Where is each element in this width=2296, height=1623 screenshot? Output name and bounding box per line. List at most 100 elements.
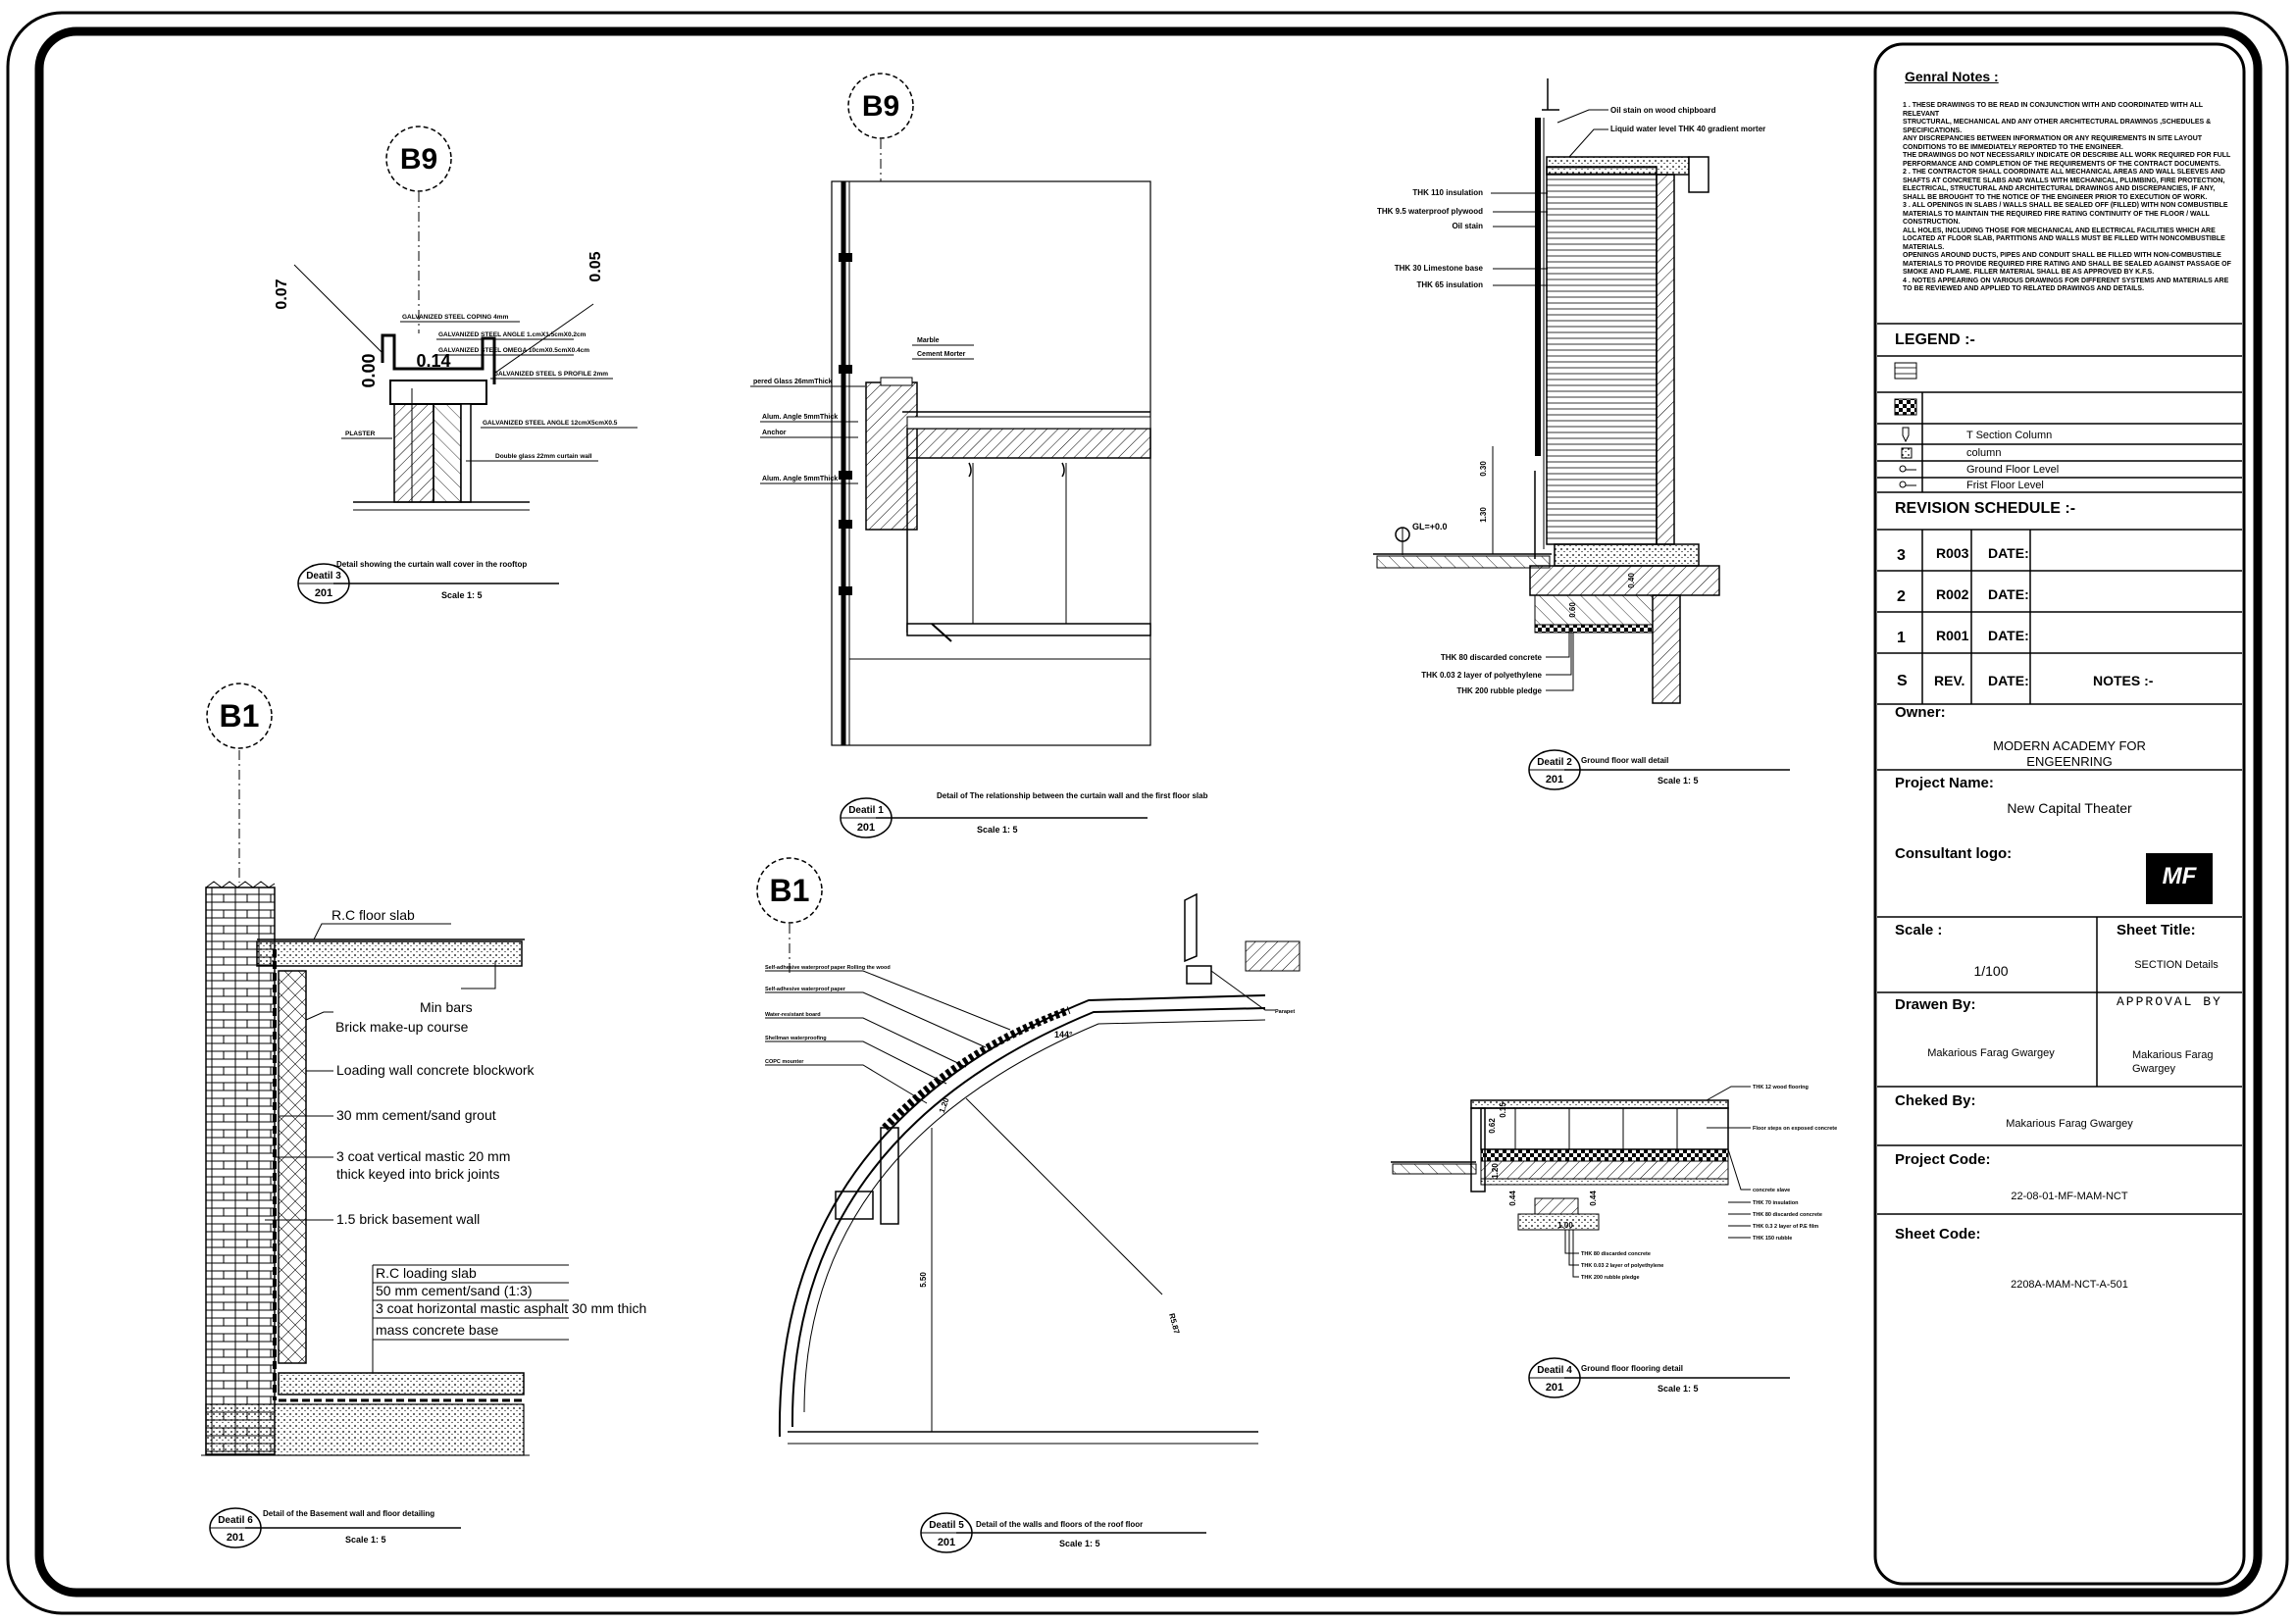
svg-text:THK 200 rubble pledge: THK 200 rubble pledge <box>1581 1275 1640 1281</box>
svg-text:GALVANIZED STEEL COPING 4mm: GALVANIZED STEEL COPING 4mm <box>402 314 509 321</box>
detail-4-drawing: 0.62 0.15 1.20 0.44 0.44 1.00 THK 12 woo… <box>1391 1085 1837 1398</box>
svg-text:Liquid water level THK 40 grad: Liquid water level THK 40 gradient morte… <box>1610 125 1765 133</box>
svg-text:0.44: 0.44 <box>1589 1191 1598 1206</box>
svg-text:THK 80 discarded concrete: THK 80 discarded concrete <box>1753 1212 1822 1218</box>
svg-text:THK 150 rubble: THK 150 rubble <box>1753 1236 1792 1242</box>
svg-text:Double glass 22mm curtain wall: Double glass 22mm curtain wall <box>495 453 592 460</box>
svg-text:mass concrete base: mass concrete base <box>376 1322 498 1338</box>
svg-text:concrete slave: concrete slave <box>1753 1188 1790 1193</box>
svg-text:THK 0.03 2 layer of polyethyle: THK 0.03 2 layer of polyethylene <box>1421 671 1542 680</box>
svg-text:144°: 144° <box>1054 1030 1073 1040</box>
title-block: Genral Notes : 1 . THESE DRAWINGS TO BE … <box>1885 47 2254 1581</box>
svg-text:0.07: 0.07 <box>274 279 290 309</box>
svg-text:PLASTER: PLASTER <box>345 431 376 437</box>
svg-text:B9: B9 <box>862 90 899 123</box>
svg-text:Detail of The relationship bet: Detail of The relationship between the c… <box>937 791 1208 800</box>
svg-text:Deatil 6: Deatil 6 <box>218 1515 253 1526</box>
revision-title: REVISION SCHEDULE :- <box>1895 500 2076 517</box>
detail-3-drawing: B9 0.07 0.05 0.00 0.14 GALVANIZED STEEL … <box>274 126 638 604</box>
title-block-frame <box>1873 42 2246 1586</box>
svg-text:Shellman waterproofing: Shellman waterproofing <box>765 1036 827 1041</box>
svg-text:1.20: 1.20 <box>938 1096 951 1114</box>
sheet-title-value: SECTION Details <box>2134 959 2219 971</box>
svg-text:THK 12 wood flooring: THK 12 wood flooring <box>1753 1085 1809 1090</box>
svg-text:Self-adhesive waterproof paper: Self-adhesive waterproof paper <box>765 987 846 992</box>
svg-text:201: 201 <box>938 1537 955 1548</box>
project-code-value: 22-08-01-MF-MAM-NCT <box>2011 1191 2128 1202</box>
legend-item: column <box>1966 447 2002 459</box>
svg-text:3 coat horizontal mastic aspha: 3 coat horizontal mastic asphalt 30 mm t… <box>376 1300 646 1316</box>
svg-text:Brick make-up course: Brick make-up course <box>335 1019 469 1035</box>
svg-text:Marble: Marble <box>917 337 940 344</box>
general-notes-title: Genral Notes : <box>1905 69 1999 84</box>
svg-text:201: 201 <box>315 587 332 599</box>
svg-text:THK 65 insulation: THK 65 insulation <box>1416 280 1483 289</box>
svg-text:0.44: 0.44 <box>1508 1191 1517 1206</box>
svg-text:1.30: 1.30 <box>1479 507 1488 523</box>
svg-text:1.20: 1.20 <box>1491 1163 1500 1179</box>
svg-text:5.50: 5.50 <box>919 1272 928 1288</box>
svg-text:1.5 brick basement wall: 1.5 brick basement wall <box>336 1211 480 1227</box>
svg-text:3 coat vertical mastic 20 mm: 3 coat vertical mastic 20 mm <box>336 1148 510 1164</box>
svg-text:Scale 1: 5: Scale 1: 5 <box>1658 776 1699 786</box>
svg-text:Ground floor wall detail: Ground floor wall detail <box>1581 756 1668 765</box>
svg-text:thick keyed into brick joints: thick keyed into brick joints <box>336 1166 500 1182</box>
svg-text:201: 201 <box>1546 774 1563 786</box>
consultant-logo-box <box>2146 853 2213 904</box>
drawn-by-label: Drawen By: <box>1895 996 1976 1013</box>
svg-text:0.30: 0.30 <box>1479 461 1488 477</box>
sheet-title-label: Sheet Title: <box>2117 922 2196 938</box>
svg-text:201: 201 <box>227 1532 244 1544</box>
checked-by-value: Makarious Farag Gwargey <box>2006 1118 2133 1130</box>
approval-value: Makarious Farag <box>2132 1049 2214 1061</box>
svg-text:Alum. Angle 5mmThick: Alum. Angle 5mmThick <box>762 414 838 421</box>
svg-text:GL=+0.0: GL=+0.0 <box>1412 522 1448 532</box>
svg-text:Loading wall concrete blockwor: Loading wall concrete blockwork <box>336 1062 536 1078</box>
scale-label: Scale : <box>1895 922 1943 938</box>
svg-text:0.05: 0.05 <box>587 251 604 281</box>
svg-text:Min bars: Min bars <box>420 999 473 1015</box>
svg-text:Scale 1: 5: Scale 1: 5 <box>345 1535 386 1545</box>
project-code-label: Project Code: <box>1895 1151 1991 1168</box>
svg-text:201: 201 <box>857 822 875 834</box>
svg-text:Detail of the walls and floors: Detail of the walls and floors of the ro… <box>976 1520 1143 1529</box>
svg-text:Parapet: Parapet <box>1275 1009 1295 1015</box>
svg-text:30 mm cement/sand grout: 30 mm cement/sand grout <box>336 1107 496 1123</box>
svg-text:Scale 1: 5: Scale 1: 5 <box>1059 1539 1100 1548</box>
legend-item: Ground Floor Level <box>1966 464 2060 476</box>
outer-frame <box>6 11 2289 1615</box>
legend-symbols <box>1894 362 1917 488</box>
svg-text:THK 9.5 waterproof plywood: THK 9.5 waterproof plywood <box>1377 207 1483 216</box>
svg-text:THK 200 rubble pledge: THK 200 rubble pledge <box>1456 686 1542 695</box>
checked-by-label: Cheked By: <box>1895 1092 1976 1109</box>
project-name-label: Project Name: <box>1895 775 1994 791</box>
svg-text:THK 30 Limestone base: THK 30 Limestone base <box>1395 264 1484 273</box>
svg-text:Deatil 4: Deatil 4 <box>1537 1365 1572 1376</box>
svg-text:B1: B1 <box>220 698 260 734</box>
svg-text:R5.87: R5.87 <box>1167 1312 1181 1335</box>
svg-text:0.00: 0.00 <box>359 353 379 387</box>
svg-text:GALVANIZED STEEL S PROFILE 2mm: GALVANIZED STEEL S PROFILE 2mm <box>493 371 608 378</box>
svg-text:Floor steps on exposed concret: Floor steps on exposed concrete <box>1753 1126 1837 1132</box>
sheet-code-label: Sheet Code: <box>1895 1226 1981 1243</box>
svg-text:1.00: 1.00 <box>1557 1221 1573 1230</box>
consultant-logo-label: Consultant logo: <box>1895 845 2013 862</box>
svg-text:Scale 1: 5: Scale 1: 5 <box>441 590 483 600</box>
svg-text:THK 0.3 2 layer of P.E film: THK 0.3 2 layer of P.E film <box>1753 1224 1818 1230</box>
svg-text:0.14: 0.14 <box>416 351 450 371</box>
svg-text:Cement Morter: Cement Morter <box>917 351 966 358</box>
svg-text:Oil stain: Oil stain <box>1452 222 1483 230</box>
svg-text:Scale 1: 5: Scale 1: 5 <box>1658 1384 1699 1394</box>
svg-text:Ground floor flooring detail: Ground floor flooring detail <box>1581 1364 1683 1373</box>
svg-text:R.C floor slab: R.C floor slab <box>332 907 415 923</box>
detail-1-drawing: B9 Marble Cement Morter pered Glass 26mm… <box>750 73 1208 838</box>
detail-2-drawing: GL=+0.0 0.30 1.30 0.40 0.60 Oil stain on… <box>1373 78 1790 790</box>
svg-text:Scale 1: 5: Scale 1: 5 <box>977 825 1018 835</box>
project-name-value: New Capital Theater <box>2007 800 2132 816</box>
svg-text:GALVANIZED STEEL OMEGA 10cmX0.: GALVANIZED STEEL OMEGA 10cmX0.5cmX0.4cm <box>438 347 589 354</box>
drawn-by-value: Makarious Farag Gwargey <box>1927 1047 2055 1059</box>
svg-text:0.15: 0.15 <box>1499 1102 1507 1118</box>
svg-text:0.62: 0.62 <box>1488 1118 1497 1134</box>
detail-5-drawing: B1 144° 1.20 5.50 R5.87 Self-adhesive wa… <box>756 857 1301 1553</box>
owner-label: Owner: <box>1895 704 1946 721</box>
